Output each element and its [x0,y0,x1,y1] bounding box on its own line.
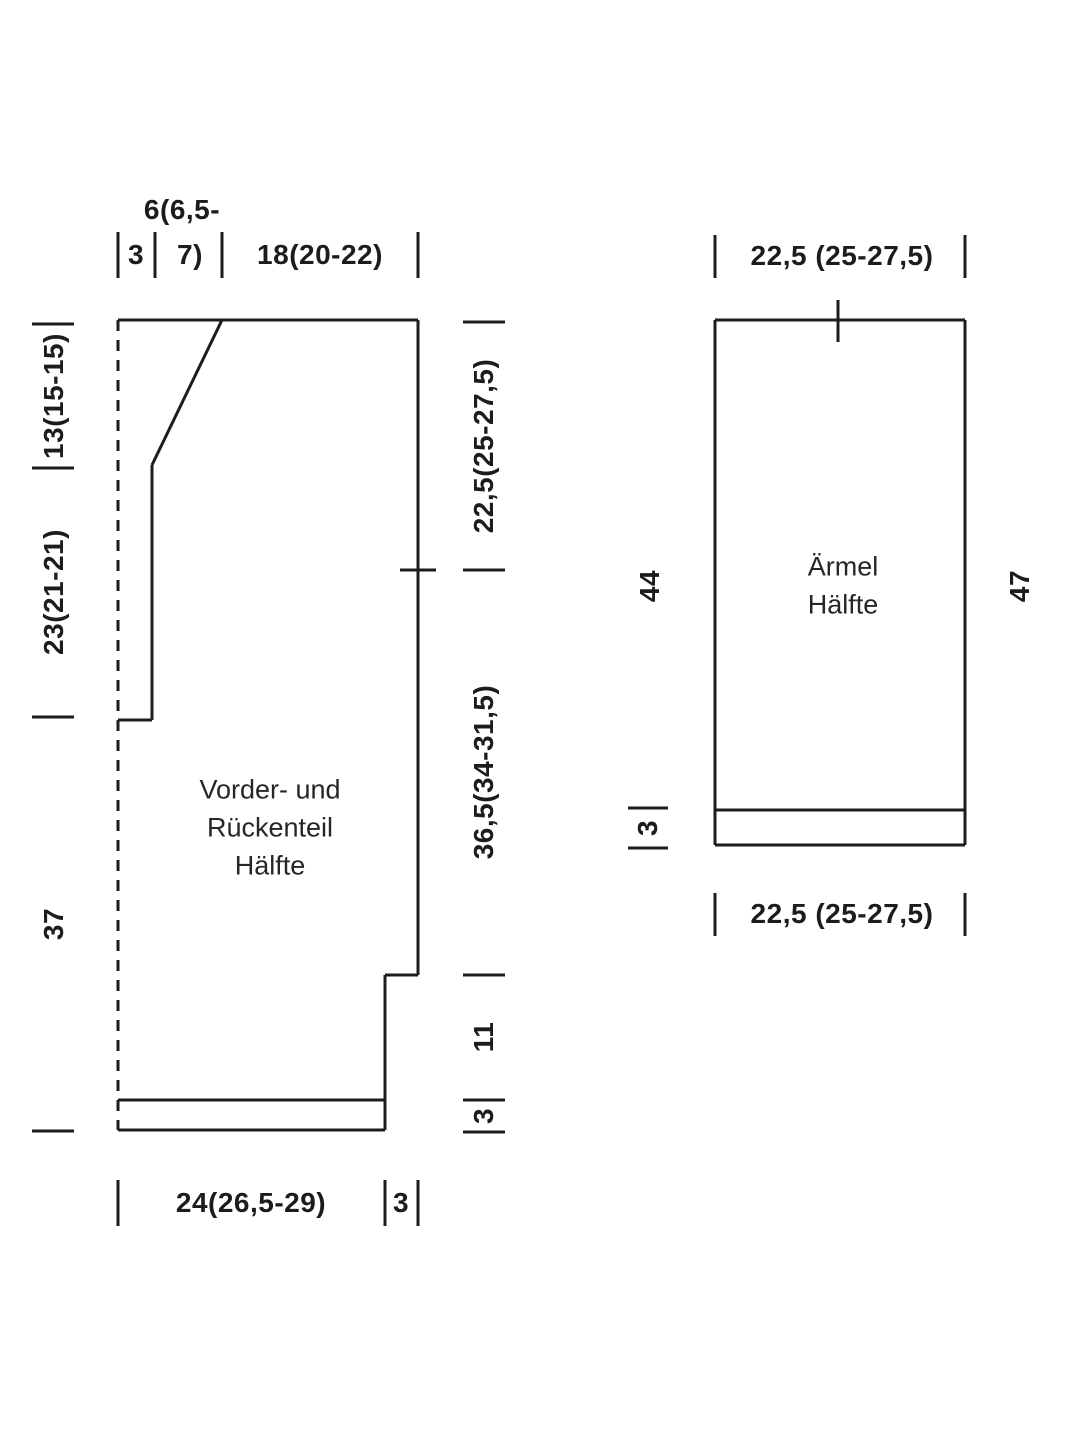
sleeve-piece-name-line1: Ärmel [807,551,879,582]
front-back-upper-side-label: 22,5(25-27,5) [468,358,499,534]
front-back-bottom-band-label: 3 [392,1187,410,1218]
front-back-neck-depth-label: 13(15-15) [38,333,69,459]
front-back-outline [116,318,436,1132]
front-back-ticks [32,232,505,1226]
front-back-slit-label: 11 [468,1021,499,1053]
sleeve-total-length-label: 47 [1004,569,1035,603]
front-back-side-length-label: 37 [38,907,69,941]
front-back-piece-name-line2: Rückenteil [206,812,334,843]
front-back-neck-width-label-line1: 6(6,5- [143,194,221,225]
sleeve-ticks [628,235,967,936]
front-back-piece-name-line3: Hälfte [234,850,306,881]
sleeve-length-label: 44 [634,569,665,603]
front-back-armhole-depth-label: 23(21-21) [38,529,69,655]
sleeve-piece-name-line2: Hälfte [807,589,879,620]
sleeve-outline [713,300,967,847]
front-back-lower-side-label: 36,5(34-31,5) [468,684,499,860]
front-back-neck-width-label-line2: 7) [177,239,203,270]
sleeve-top-width-label: 22,5 (25-27,5) [750,240,934,271]
sleeve-bottom-width-label: 22,5 (25-27,5) [750,898,934,929]
front-back-rib-label: 3 [468,1107,499,1125]
front-back-shoulder-width-label: 18(20-22) [257,239,383,270]
sleeve-rib-label: 3 [632,819,663,837]
front-back-piece-name-line1: Vorder- und [199,774,341,805]
front-back-top-band-label: 3 [127,239,145,270]
front-back-bottom-width-label: 24(26,5-29) [175,1187,327,1218]
